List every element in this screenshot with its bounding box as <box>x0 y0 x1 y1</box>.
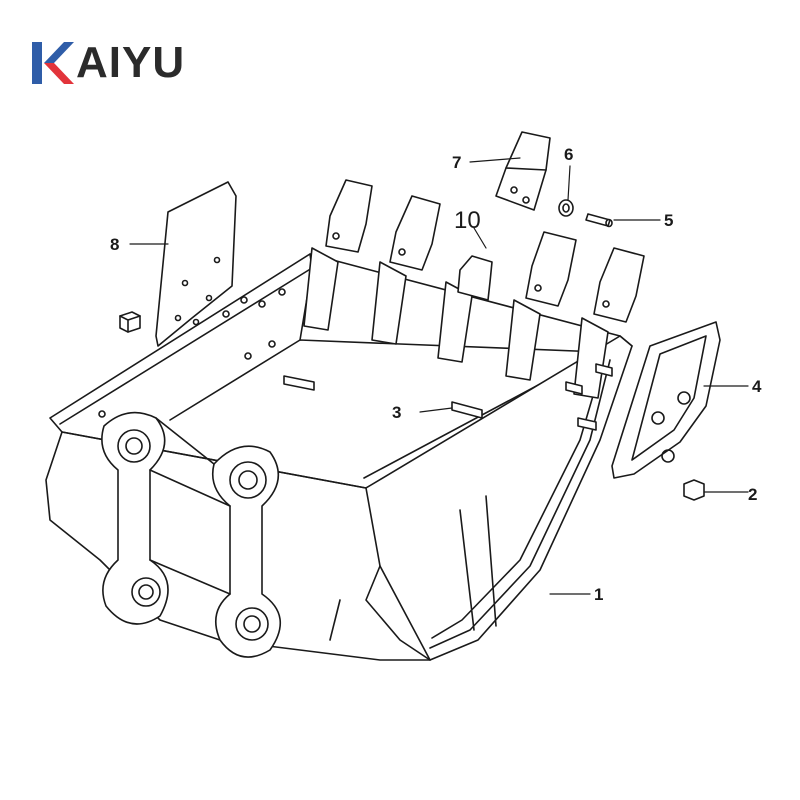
bolt-nut-right <box>683 479 705 501</box>
callout-3: 3 <box>392 403 401 422</box>
pin-lug-right <box>211 445 282 658</box>
brand-name: AIYU <box>76 38 186 87</box>
callout-2: 2 <box>748 485 757 504</box>
callout-7: 7 <box>452 153 461 172</box>
callout-1: 1 <box>594 585 603 604</box>
loose-tooth <box>495 131 551 211</box>
callout-4: 4 <box>752 377 762 396</box>
side-cutter-right <box>611 321 721 479</box>
side-wear-plate-left <box>155 181 237 347</box>
brand-logo: AIYU <box>30 38 200 88</box>
pin-lug-left <box>101 411 169 625</box>
callout-10: 10 <box>454 207 481 234</box>
tooth-pin <box>585 213 613 228</box>
teeth-row <box>303 179 645 399</box>
callout-8: 8 <box>110 235 119 254</box>
bolt-nut-left <box>119 311 141 333</box>
brand-k-mark <box>32 42 74 84</box>
callout-5: 5 <box>664 211 673 230</box>
bolts <box>283 363 613 431</box>
leader-lines <box>129 157 749 595</box>
tooth-washer <box>558 199 574 217</box>
callout-6: 6 <box>564 145 573 164</box>
lug-cross-plates <box>149 417 231 595</box>
